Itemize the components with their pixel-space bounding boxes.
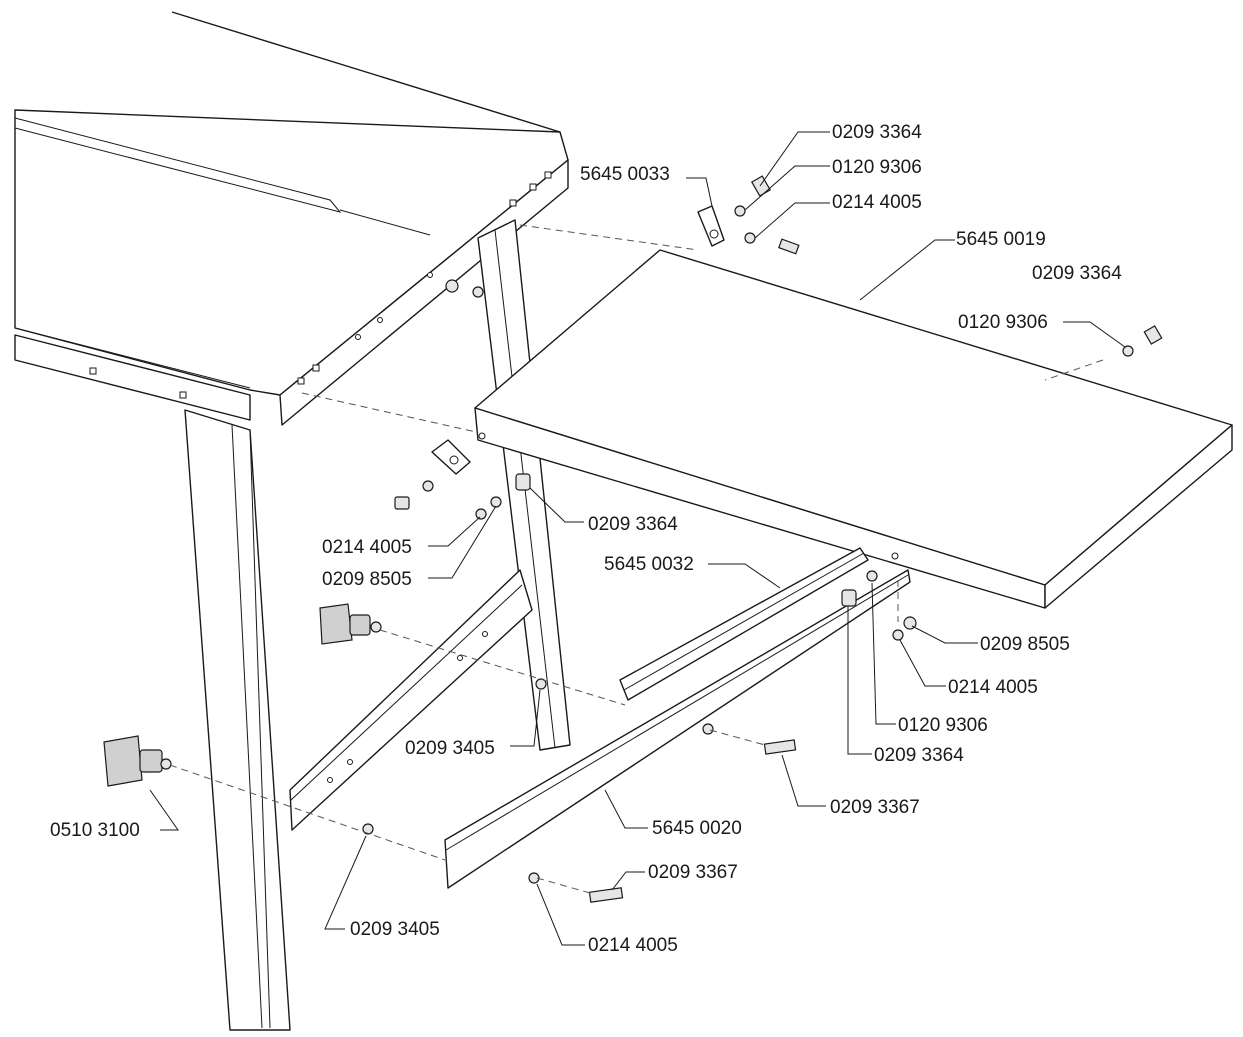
brace-5645-0032 — [619, 547, 869, 701]
label-0209-3364-mid: 0209 3364 — [588, 514, 678, 535]
part-labels: 5645 0033 0209 3364 0120 9306 0214 4005 … — [50, 122, 1122, 956]
front-leg — [184, 409, 291, 1031]
label-0209-3364-right: 0209 3364 — [1032, 263, 1122, 284]
leader-lines — [149, 131, 1126, 946]
label-0209-3367-right: 0209 3367 — [830, 797, 920, 818]
assembly-lines — [169, 224, 1104, 894]
label-5645-0020: 5645 0020 — [652, 818, 742, 839]
label-5645-0019: 5645 0019 — [956, 229, 1046, 250]
rail-hole — [179, 391, 187, 399]
label-0209-3364-top: 0209 3364 — [832, 122, 922, 143]
label-0209-3364-low: 0209 3364 — [874, 745, 964, 766]
main-table — [14, 11, 571, 1031]
label-0209-3367-bottom: 0209 3367 — [648, 862, 738, 883]
rail-hole — [312, 364, 320, 372]
knob-upper — [319, 603, 382, 645]
brace-5645-0020 — [444, 569, 911, 889]
label-0510-3100: 0510 3100 — [50, 820, 140, 841]
label-0120-9306-low: 0120 9306 — [898, 715, 988, 736]
label-0214-4005-bottom: 0214 4005 — [588, 935, 678, 956]
label-0209-8505-right: 0209 8505 — [980, 634, 1070, 655]
fasteners — [362, 175, 1163, 903]
rail-hole — [509, 199, 517, 207]
label-0120-9306-right: 0120 9306 — [958, 312, 1048, 333]
label-0214-4005-top: 0214 4005 — [832, 192, 922, 213]
label-0120-9306-top: 0120 9306 — [832, 157, 922, 178]
label-0209-3405-bottom: 0209 3405 — [350, 919, 440, 940]
bracket-5645-0033 — [697, 205, 725, 247]
bracket-left — [431, 439, 471, 475]
rail-hole — [297, 377, 305, 385]
lower-stretcher — [289, 569, 533, 831]
label-0214-4005-right: 0214 4005 — [948, 677, 1038, 698]
label-0214-4005-left: 0214 4005 — [322, 537, 412, 558]
knob-lower — [103, 735, 172, 787]
label-0209-3405-mid: 0209 3405 — [405, 738, 495, 759]
label-0209-8505-left: 0209 8505 — [322, 569, 412, 590]
label-5645-0033: 5645 0033 — [580, 164, 670, 185]
rail-hole — [529, 183, 537, 191]
rail-hole — [544, 171, 552, 179]
extension-table-top — [474, 249, 1233, 609]
label-5645-0032: 5645 0032 — [604, 554, 694, 575]
rail-hole — [89, 367, 97, 375]
